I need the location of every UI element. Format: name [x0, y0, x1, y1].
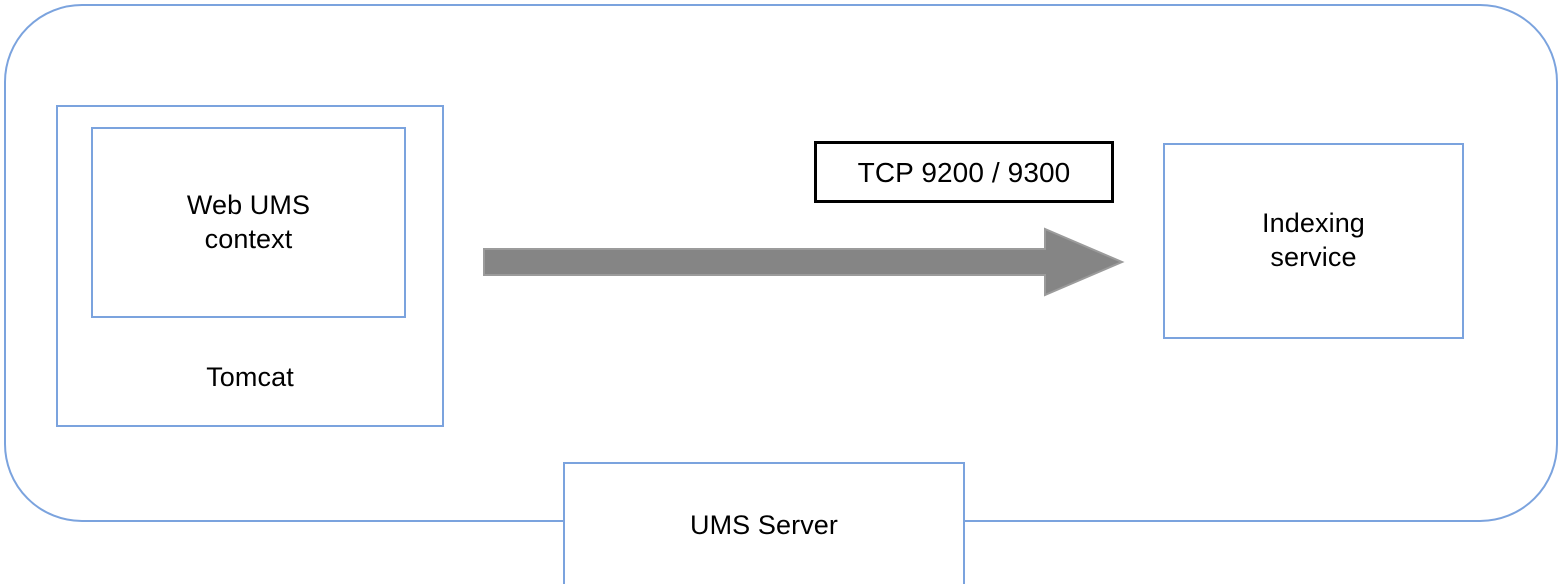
- tomcat-label: Tomcat: [206, 362, 294, 393]
- web-ums-context-box[interactable]: Web UMS context: [91, 127, 406, 318]
- indexing-service-label: Indexing service: [1262, 208, 1365, 272]
- ums-server-label: UMS Server: [689, 510, 839, 540]
- ums-server-caption-box[interactable]: UMS Server: [563, 462, 965, 584]
- indexing-service-box[interactable]: Indexing service: [1163, 143, 1464, 339]
- tcp-port-label-box[interactable]: TCP 9200 / 9300: [814, 141, 1114, 203]
- tcp-port-label: TCP 9200 / 9300: [857, 156, 1071, 188]
- web-ums-context-label: Web UMS context: [186, 189, 311, 254]
